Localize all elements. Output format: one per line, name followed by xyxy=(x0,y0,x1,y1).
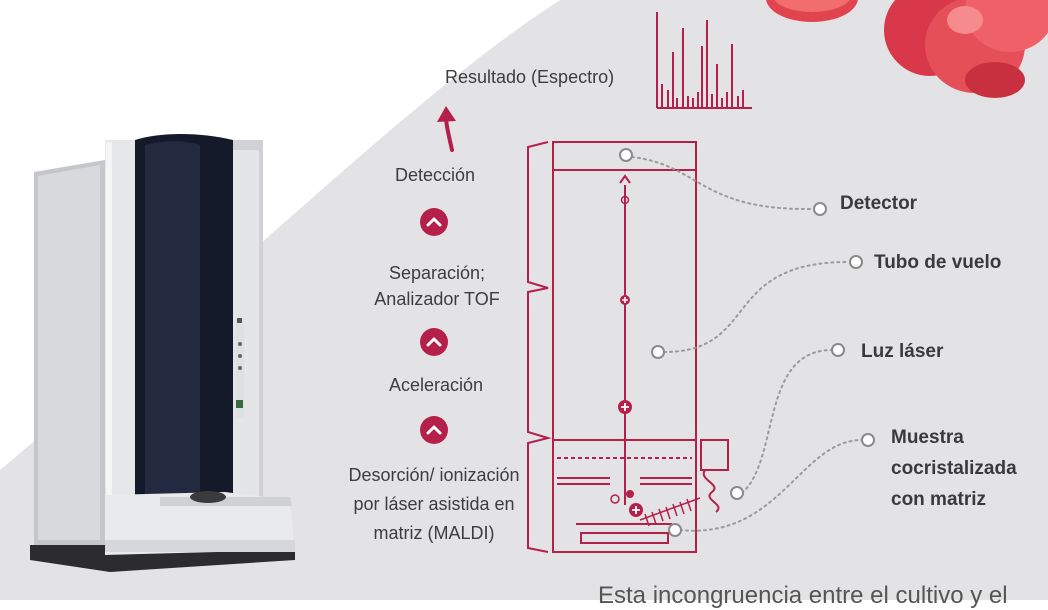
laser-label: Luz láser xyxy=(861,341,944,362)
step-desorption-label: Desorción/ ionización por láser asistida… xyxy=(348,465,520,543)
mass-spectrometer-photo xyxy=(30,134,295,572)
connector-endpoints xyxy=(619,148,875,537)
step-acceleration-label: Aceleración xyxy=(388,375,484,395)
white-swoosh xyxy=(380,0,560,120)
chevron-up-icon xyxy=(420,328,448,356)
chevron-up-icon xyxy=(420,208,448,236)
detector-label: Detector xyxy=(840,193,918,214)
chevron-up-icon xyxy=(420,416,448,444)
bacteria-illustration xyxy=(766,0,1048,98)
body-text-fragment: Esta incongruencia entre el cultivo y el xyxy=(598,582,1008,609)
spectrum-icon xyxy=(656,12,752,109)
connector-lines xyxy=(631,156,863,532)
step-result-label: Resultado (Espectro) xyxy=(445,67,615,87)
step-detection-label: Detección xyxy=(394,165,476,185)
curved-arrow-icon xyxy=(437,106,456,152)
sample-label: Muestra cocristalizada con matriz xyxy=(891,427,1017,510)
step-separation-label: Separación; Analizador TOF xyxy=(374,263,500,309)
ion-icons xyxy=(610,195,643,517)
flight-tube-label: Tubo de vuelo xyxy=(874,252,1002,273)
